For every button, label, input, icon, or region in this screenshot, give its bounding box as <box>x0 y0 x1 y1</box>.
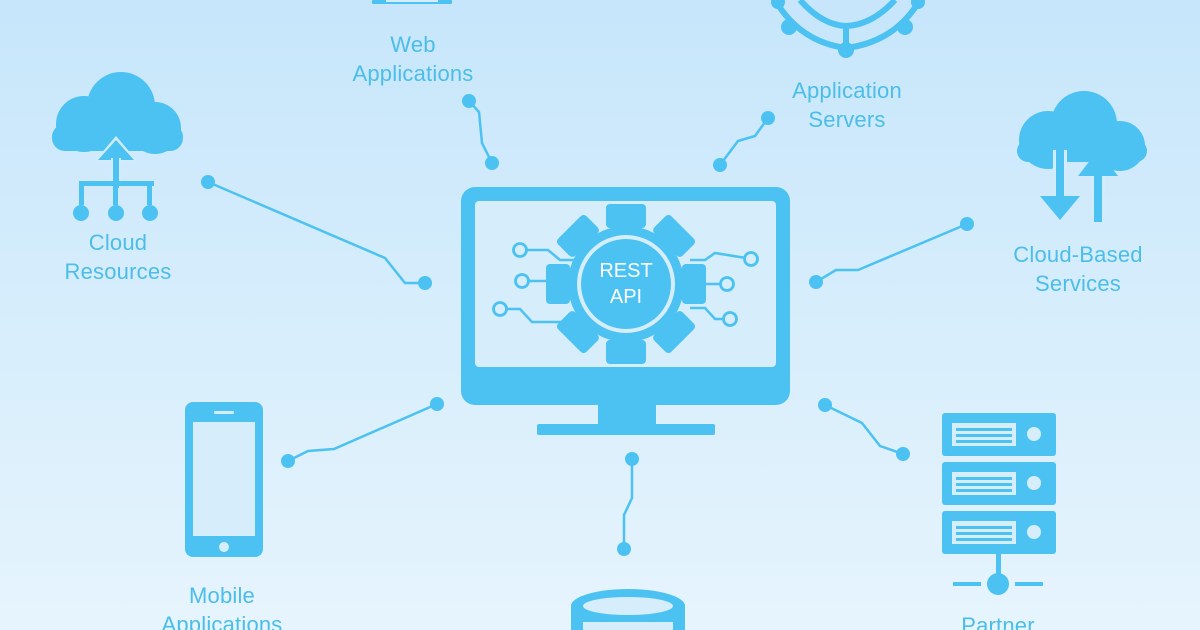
cloud-sync-icon <box>1017 91 1147 222</box>
server-grille <box>956 428 1012 541</box>
label-app-servers-line2: Servers <box>808 107 886 132</box>
label-cloud-resources-line1: Cloud <box>88 230 148 255</box>
connector-partner <box>824 403 904 456</box>
label-cloud-based-services: Cloud-Based Services <box>1013 240 1142 298</box>
label-app-servers-line1: Application <box>792 78 902 103</box>
connector-web-start-dot <box>485 156 499 170</box>
label-cloud-resources-line2: Resources <box>64 259 172 284</box>
connector-cloud-services-end-dot <box>960 217 974 231</box>
connector-cloud-services <box>815 222 968 284</box>
connector-cloud-services-start-dot <box>809 275 823 289</box>
label-cloud-resources: Cloud Resources <box>65 228 172 286</box>
connector-mobile-end-dot <box>430 397 444 411</box>
connector-partner-end-dot <box>818 398 832 412</box>
database-icon <box>571 589 685 630</box>
rest-api-line1: REST <box>599 260 653 282</box>
circuit-nodes <box>492 242 759 327</box>
connector-app-servers <box>719 117 770 166</box>
smartphone-icon <box>185 402 263 557</box>
gear-icon <box>546 204 706 364</box>
connector-database-start-dot <box>617 542 631 556</box>
label-web-line2: Applications <box>352 61 474 86</box>
laptop-icon <box>372 0 452 4</box>
label-mobile-line2: Applications <box>161 612 283 630</box>
network-hub-icon <box>771 0 925 58</box>
connector-app-servers-end-dot <box>761 111 775 125</box>
label-application-servers: Application Servers <box>792 76 902 134</box>
connector-cloud-resources <box>207 180 425 285</box>
connector-database <box>622 459 634 549</box>
connector-app-servers-start-dot <box>713 158 727 172</box>
server-rack-icon <box>942 413 1056 595</box>
rest-api-line2: API <box>609 286 643 308</box>
connector-web-end-dot <box>462 94 476 108</box>
connector-cloud-resources-start-dot <box>418 276 432 290</box>
rest-api-label: REST API <box>599 258 652 310</box>
connector-mobile <box>287 402 438 463</box>
label-cloud-services-line2: Services <box>1035 271 1121 296</box>
label-partner-line1: Partner <box>961 613 1035 630</box>
connector-web <box>468 100 494 164</box>
label-mobile-line1: Mobile <box>188 583 255 608</box>
cloud-upload-icon <box>52 72 183 221</box>
connector-cloud-resources-end-dot <box>201 175 215 189</box>
connector-mobile-start-dot <box>281 454 295 468</box>
label-cloud-services-line1: Cloud-Based <box>1013 242 1143 267</box>
label-partner: Partner <box>961 611 1035 630</box>
label-web-applications: Web Applications <box>352 30 473 88</box>
label-mobile-applications: Mobile Applications <box>161 581 282 630</box>
connector-database-end-dot <box>625 452 639 466</box>
label-web-line1: Web <box>390 32 436 57</box>
connector-partner-start-dot <box>896 447 910 461</box>
